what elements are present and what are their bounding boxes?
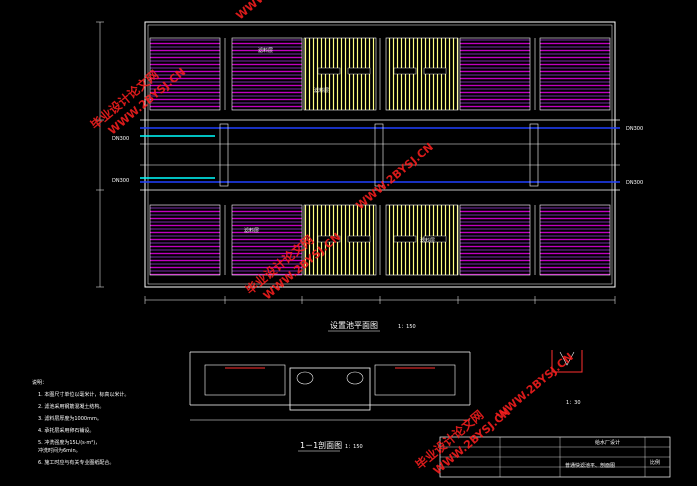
watermark-url: WWW.2BYSJ.CN [494, 350, 576, 422]
pipe-label: DN300 [626, 126, 643, 132]
note-line: 冲洗时间为6min。 [38, 447, 81, 454]
filter-cell [231, 37, 303, 111]
pipe-label: DN300 [626, 180, 643, 186]
pipe-gallery [140, 119, 620, 191]
notes-heading: 说明： [32, 379, 47, 386]
bottom-filter-row [149, 204, 611, 276]
title-block-project: 给水厂设计 [595, 439, 620, 446]
title-block: 给水厂设计 普通快滤池平、剖面图 比例 [439, 436, 671, 478]
filter-cell [459, 37, 531, 111]
watermark-url: WWW.2BYSJ.CN [354, 140, 436, 212]
inner-label: 滤料层 [244, 227, 259, 234]
pipe-label: DN300 [112, 178, 129, 184]
note-line: 6. 施工时应与有关专业图纸配合。 [38, 459, 114, 466]
filter-cell [149, 37, 221, 111]
filter-cell [149, 204, 221, 276]
inner-label: 滤料层 [258, 47, 273, 54]
filter-cell [231, 204, 303, 276]
title-block-drawing-name: 普通快滤池平、剖面图 [565, 462, 615, 469]
note-line: 1. 本图尺寸单位以毫米计，标高以米计。 [38, 391, 129, 398]
inner-label: 滤料层 [420, 237, 435, 244]
section-title: 1－1剖面图 [300, 440, 342, 450]
notes: 说明： 1. 本图尺寸单位以毫米计，标高以米计。 2. 滤池采用钢筋混凝土结构。… [32, 379, 129, 466]
filter-cell [539, 37, 611, 111]
note-line: 2. 滤池采用钢筋混凝土结构。 [38, 403, 104, 410]
top-filter-row [149, 37, 611, 111]
note-line: 3. 滤料层厚度为1000mm。 [38, 415, 102, 422]
pipe-label: DN300 [112, 136, 129, 142]
inner-label: 滤料层 [314, 87, 329, 94]
watermark-url: WWW.2BYSJ.CN [234, 0, 316, 22]
filter-cell [459, 204, 531, 276]
title-block-scale: 比例 [650, 459, 660, 466]
note-line: 4. 承托层采用卵石铺设。 [38, 427, 94, 434]
plan-title: 设置池平面图 [330, 320, 378, 330]
filter-cell [539, 204, 611, 276]
detail-scale: 1：30 [566, 400, 581, 406]
plan-scale: 1：150 [398, 324, 416, 330]
plan-view: 滤料层 滤料层 滤料层 滤料层 DN300 DN300 DN300 DN300 … [96, 21, 643, 332]
detail-view: 1：30 [551, 350, 583, 406]
section-view: 1－1剖面图 1：150 [189, 351, 471, 452]
note-line: 5. 冲洗强度为15L/(s·m²)， [38, 439, 100, 446]
plan-outline [144, 21, 616, 288]
section-scale: 1：150 [345, 444, 363, 450]
